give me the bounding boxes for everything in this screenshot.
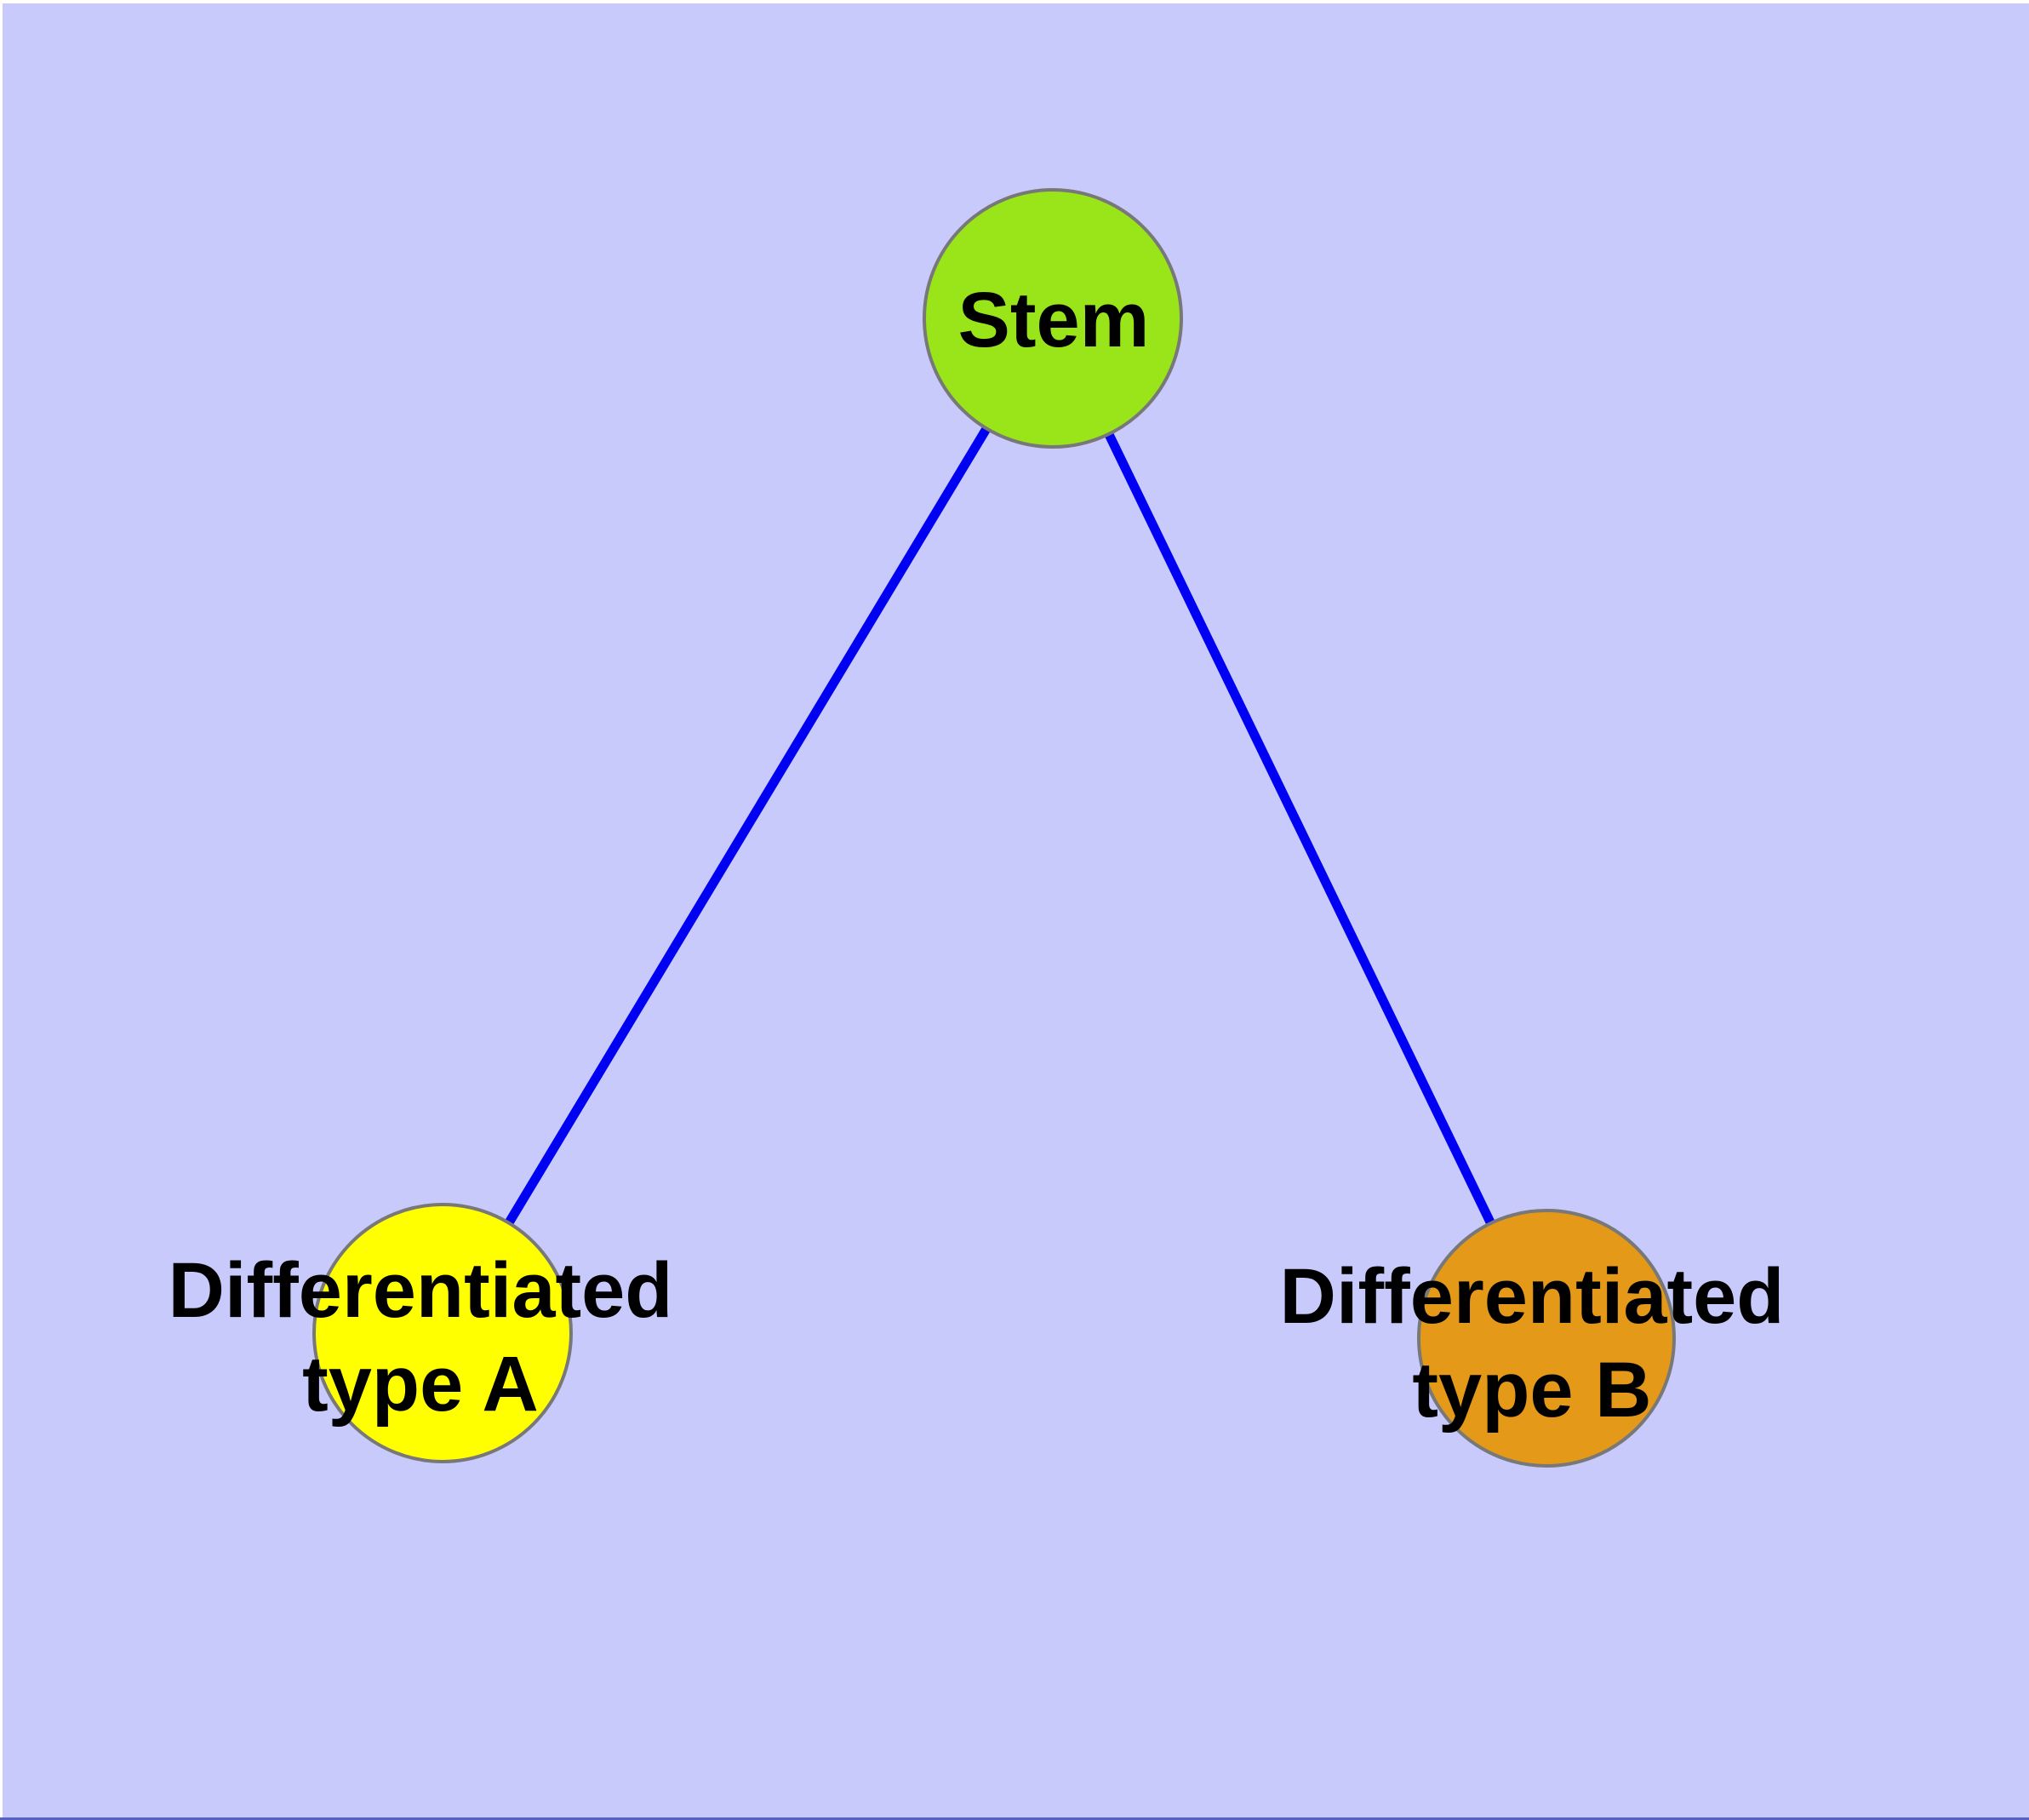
node-stem (923, 188, 1183, 449)
bottom-edge-line (0, 1817, 2029, 1820)
edge-stem-to-type-b (1049, 316, 1551, 1341)
node-differentiated-type-b (1417, 1209, 1676, 1468)
edge-stem-to-type-a (438, 316, 1057, 1336)
node-differentiated-type-a (312, 1203, 573, 1463)
